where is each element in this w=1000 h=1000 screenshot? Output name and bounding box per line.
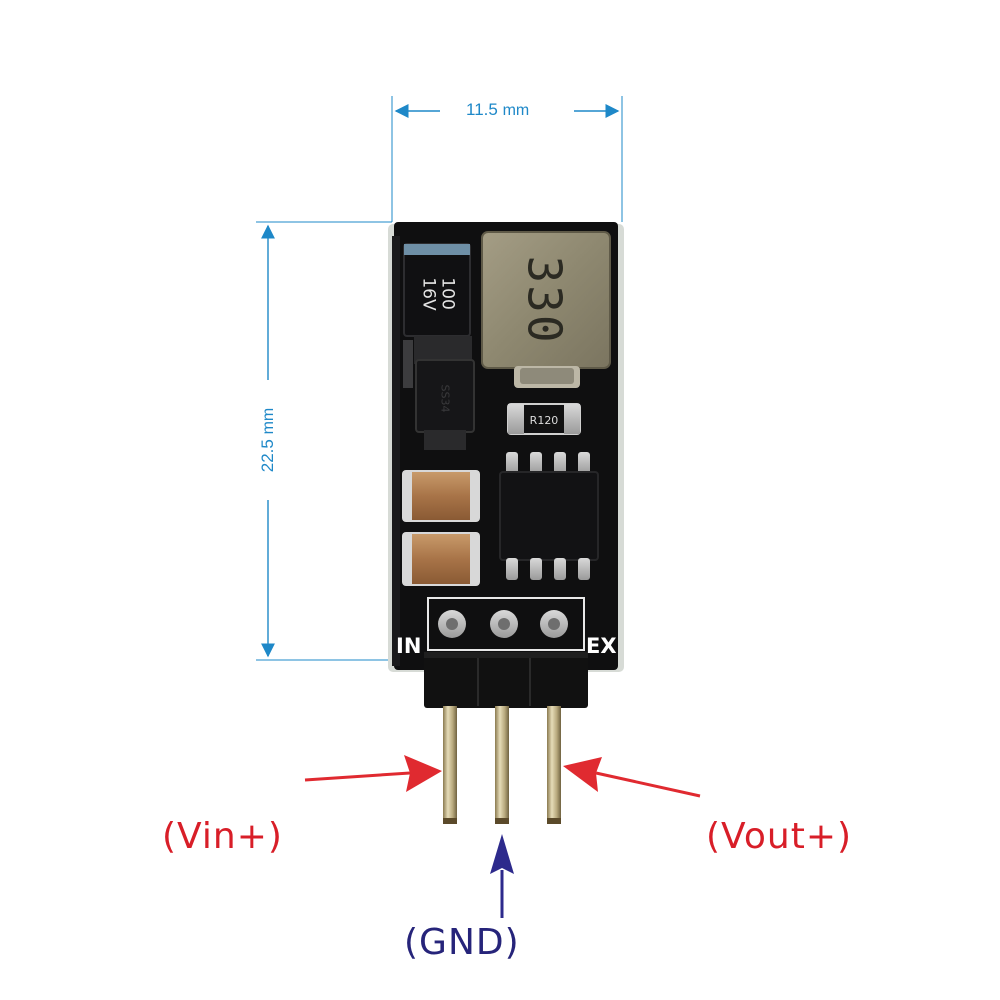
resistor-marking: R120 bbox=[524, 410, 564, 430]
controller-ic bbox=[499, 471, 599, 561]
height-unit: mm bbox=[260, 407, 277, 435]
silkscreen-in-label: IN bbox=[396, 634, 422, 658]
capacitor-value-text: 100 bbox=[437, 277, 458, 310]
height-dimension-label: 22.5 mm bbox=[258, 408, 278, 472]
ic-bottom-pads bbox=[506, 558, 590, 580]
solder-joints bbox=[438, 610, 568, 638]
width-dimension bbox=[391, 96, 623, 222]
header-pin-gnd bbox=[495, 706, 509, 824]
resistor-value-text: R120 bbox=[529, 413, 559, 427]
vin-arrow bbox=[304, 755, 442, 792]
header-pin-vin bbox=[443, 706, 457, 824]
sense-resistor bbox=[507, 403, 581, 435]
width-unit: mm bbox=[502, 102, 530, 119]
width-value: 11.5 bbox=[466, 100, 498, 119]
gnd-label: (GND) bbox=[404, 922, 520, 963]
capacitor-voltage-text: 16V bbox=[418, 277, 439, 311]
silkscreen-ex-label: EX bbox=[586, 634, 617, 658]
width-dimension-label: 11.5 mm bbox=[466, 100, 529, 120]
diode-value-text: SS34 bbox=[438, 384, 452, 412]
ceramic-capacitor-top bbox=[402, 470, 480, 522]
inductor-marking: 330 bbox=[490, 250, 600, 350]
height-value: 22.5 bbox=[258, 439, 277, 473]
inductor-value-text: 330 bbox=[518, 255, 572, 345]
gnd-arrow bbox=[490, 834, 514, 918]
height-dimension bbox=[256, 221, 392, 661]
schottky-diode bbox=[403, 336, 475, 450]
capacitor-marking: 100 16V bbox=[406, 262, 470, 326]
vout-arrow bbox=[563, 757, 701, 798]
inductor bbox=[481, 231, 611, 388]
header-pin-vout bbox=[547, 706, 561, 824]
diode-marking: SS34 bbox=[418, 376, 472, 420]
vin-label: (Vin+) bbox=[162, 816, 283, 857]
ceramic-capacitor-bottom bbox=[402, 532, 480, 586]
ic-top-pads bbox=[506, 452, 590, 474]
vout-label: (Vout+) bbox=[706, 816, 853, 857]
header-outline bbox=[427, 597, 585, 651]
pin-header-plastic bbox=[424, 652, 588, 708]
